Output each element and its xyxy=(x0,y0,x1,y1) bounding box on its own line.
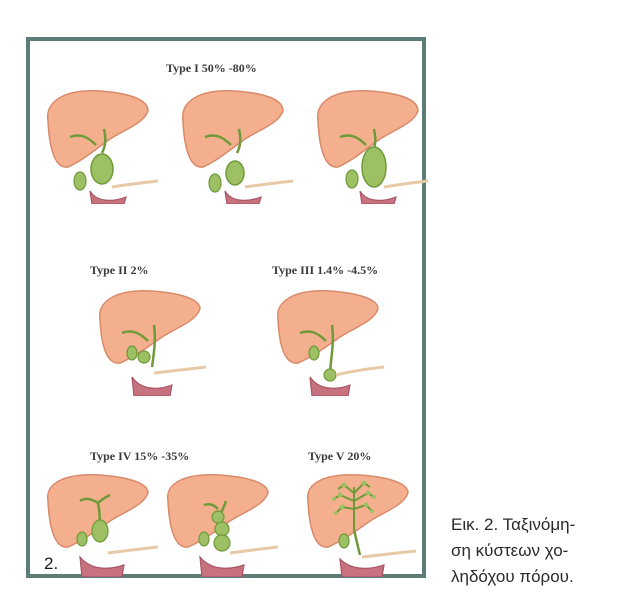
type-2-label: Type II 2% xyxy=(90,263,149,277)
type-1a-liver-illustration xyxy=(47,90,159,204)
type-1c-liver-illustration xyxy=(317,90,429,204)
figure-caption: Εικ. 2. Ταξινόμη- ση κύστεων χο- ληδόχου… xyxy=(451,512,621,590)
type-3-liver-illustration xyxy=(277,290,385,396)
type-4b-liver-illustration xyxy=(167,474,279,577)
type-2-liver-illustration xyxy=(99,290,207,396)
type-5-liver-illustration xyxy=(307,474,417,577)
type-1-label: Type I 50% -80% xyxy=(166,61,257,75)
diagram-panel: Type I 50% -80% Type II 2% Type III 1.4%… xyxy=(26,37,429,578)
caption-line: ση κύστεων χο- xyxy=(451,541,569,560)
type-4a-liver-illustration xyxy=(47,474,159,577)
figure-number: 2. xyxy=(44,554,59,573)
type-3-label: Type III 1.4% -4.5% xyxy=(272,263,379,277)
type-1b-liver-illustration xyxy=(182,90,294,204)
caption-line: Εικ. 2. Ταξινόμη- xyxy=(451,515,576,534)
type-4-label: Type IV 15% -35% xyxy=(90,449,190,463)
type-5-label: Type V 20% xyxy=(308,449,372,463)
caption-line: ληδόχου πόρου. xyxy=(451,567,574,586)
